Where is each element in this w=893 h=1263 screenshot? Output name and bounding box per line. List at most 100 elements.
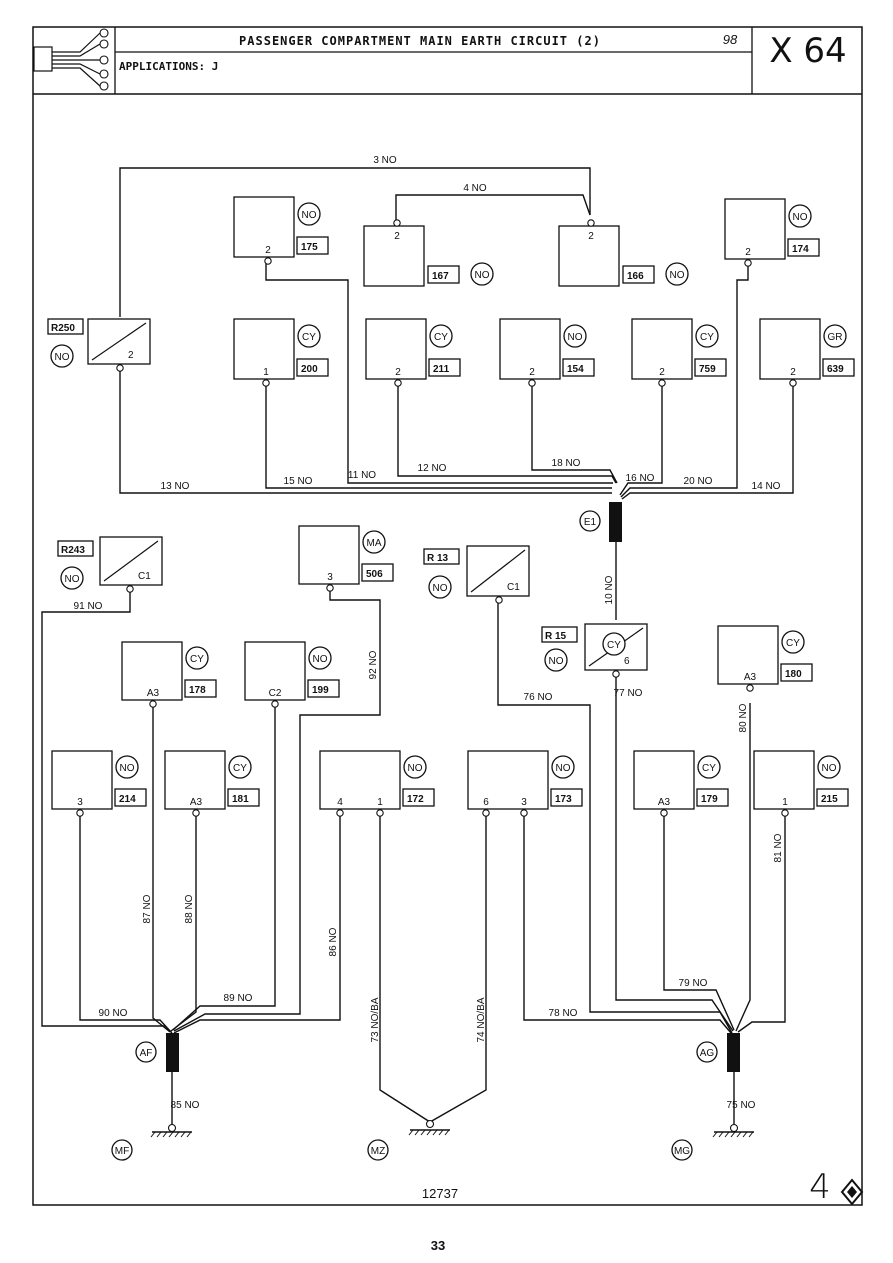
color-code: CY [702, 763, 716, 774]
pin-terminal [495, 596, 503, 604]
diagram-code: X 64 [769, 31, 846, 71]
pin-label: 2 [790, 367, 796, 378]
year-label: 98 [723, 32, 738, 47]
wire-label: 81 NO [773, 833, 784, 862]
color-code: GR [828, 332, 843, 343]
wire-label: 76 NO [524, 692, 553, 703]
wire-label: 89 NO [224, 993, 253, 1004]
color-code-circle [403, 755, 427, 779]
component-number-box [427, 265, 460, 284]
wire-label: 77 NO [614, 688, 643, 699]
component-number-box [780, 663, 813, 682]
color-code: NO [65, 574, 80, 585]
component-639: 2 639 GR [759, 318, 855, 387]
pin-terminal [660, 809, 668, 817]
pin-terminal [587, 219, 595, 227]
pin-label: 2 [395, 367, 401, 378]
splice-e1: E1 [579, 502, 622, 542]
component-number-box [307, 679, 340, 698]
color-code: NO [302, 210, 317, 221]
connector-id: R 15 [545, 631, 567, 642]
renault-logo-icon [840, 1178, 864, 1206]
component-number: 173 [555, 794, 572, 805]
color-code-circle [228, 755, 252, 779]
wire-label: 3 NO [373, 155, 397, 166]
pin-terminal [376, 809, 384, 817]
pin-label: C2 [269, 688, 282, 699]
splice-af: AF [135, 1033, 179, 1072]
component-number: 174 [792, 244, 809, 255]
color-code-circle [817, 755, 841, 779]
pin-terminal [336, 809, 344, 817]
component-number-box [822, 358, 855, 377]
pin-terminal [393, 219, 401, 227]
svg-text:AG: AG [700, 1048, 715, 1059]
pin-label: 2 [588, 231, 594, 242]
page-number: 33 [431, 1238, 445, 1253]
component-number: 175 [301, 242, 318, 253]
component-number: 639 [827, 364, 844, 375]
pin-terminal [262, 379, 270, 387]
earth-mf-icon: MF [111, 1123, 192, 1161]
wire-label: 85 NO [171, 1100, 200, 1111]
color-code: NO [408, 763, 423, 774]
pin-terminal [746, 684, 754, 692]
pin-label: 3 [77, 797, 83, 808]
pin-label: 1 [377, 797, 383, 808]
color-code: NO [55, 352, 70, 363]
pin-terminal [149, 700, 157, 708]
component-number-box [296, 236, 329, 255]
pin-terminal [192, 809, 200, 817]
pin-label: 6 [483, 797, 489, 808]
component-number: 214 [119, 794, 136, 805]
inner-color-circle [602, 632, 626, 656]
color-code: CY [434, 332, 448, 343]
color-code-circle [695, 324, 719, 348]
pin-label: A3 [190, 797, 203, 808]
component-number: 167 [432, 271, 449, 282]
color-code: NO [433, 583, 448, 594]
pin-label: 4 [337, 797, 343, 808]
connector-id: R 13 [427, 553, 449, 564]
component-number-box [184, 679, 217, 698]
color-code: NO [556, 763, 571, 774]
diagram-number: 12737 [422, 1186, 458, 1201]
pin-label: 1 [263, 367, 269, 378]
page-frame [32, 26, 863, 1206]
connector-id-box [47, 318, 84, 335]
earth-mg-icon: MG [671, 1123, 754, 1161]
pin-terminal [744, 259, 752, 267]
svg-text:AF: AF [140, 1048, 153, 1059]
wire-label: 88 NO [184, 894, 195, 923]
pin-label: 2 [529, 367, 535, 378]
color-code-circle [823, 324, 847, 348]
wire-label: 92 NO [368, 650, 379, 679]
component-number-box [550, 788, 583, 807]
wire-label: 80 NO [738, 703, 749, 732]
color-code-circle [362, 530, 386, 554]
component-number-box [622, 265, 655, 284]
component-number-box [696, 788, 729, 807]
pin-terminal [116, 364, 124, 372]
color-code: CY [302, 332, 316, 343]
component-number: 172 [407, 794, 424, 805]
pin-label: 3 [327, 572, 333, 583]
wire-label: 14 NO [752, 481, 781, 492]
color-code: NO [313, 654, 328, 665]
applications-label: APPLICATIONS: J [119, 60, 218, 73]
pin-terminal [394, 379, 402, 387]
pin-label: 6 [624, 656, 630, 667]
color-code-circle [788, 204, 812, 228]
wire-label: 18 NO [552, 458, 581, 469]
